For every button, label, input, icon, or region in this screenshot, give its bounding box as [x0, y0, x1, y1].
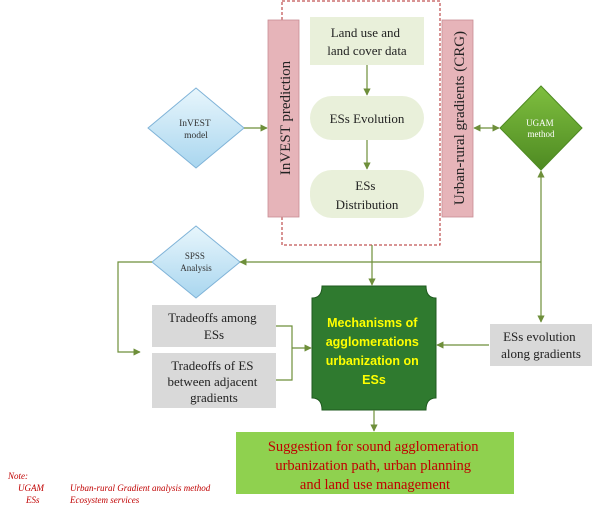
tradeoffs-right-bracket	[276, 325, 293, 381]
suggestion-box: Suggestion for sound agglomeration urban…	[236, 432, 514, 494]
crg-label: Urban-rural gradients (CRG)	[452, 31, 468, 205]
svg-text:Tradeoffs of ES between: Tradeoffs of ES between adjacent gradien…	[167, 358, 260, 405]
crg-bar: Urban-rural gradients (CRG)	[441, 19, 474, 218]
svg-text:ESs Distribution: ESs Distribution	[336, 178, 399, 212]
invest-prediction-label: InVEST prediction	[278, 60, 294, 175]
note-desc-ugam: Urban-rural Gradient analysis method	[70, 483, 211, 493]
tradeoffs-among-ess-box: Tradeoffs among ESs	[152, 305, 276, 347]
svg-text:Mechanisms of agglomerat: Mechanisms of agglomerations urbanizatio…	[326, 316, 423, 387]
svg-text:Suggestion for sound agglomera: Suggestion for sound agglomeration urban…	[268, 439, 482, 493]
ugam-method-diamond: UGAM method	[499, 85, 583, 171]
note-abbr-ugam: UGAM	[18, 483, 44, 493]
invest-prediction-bar: InVEST prediction	[267, 19, 300, 218]
svg-text:SPSS Analysis: SPSS Analysis	[180, 251, 212, 273]
spss-analysis-diamond: SPSS Analysis	[151, 225, 241, 299]
svg-text:InVEST model: InVEST model	[179, 119, 213, 141]
spss-left-bracket	[117, 261, 152, 356]
note-abbr-ess: ESs	[25, 495, 40, 505]
invest-model-diamond: InVEST model	[147, 87, 245, 169]
svg-text:Land use and land cover: Land use and land cover data	[327, 25, 407, 58]
note-desc-ess: Ecosystem services	[69, 495, 140, 505]
svg-text:ESs evolution along grad: ESs evolution along gradients	[501, 329, 581, 361]
svg-text:Tradeoffs among ESs: Tradeoffs among ESs	[168, 310, 260, 342]
ess-evolution-box: ESs Evolution	[310, 96, 424, 140]
note: Note: UGAM Urban-rural Gradient analysis…	[7, 471, 211, 505]
tradeoffs-adjacent-gradients-box: Tradeoffs of ES between adjacent gradien…	[152, 353, 276, 408]
svg-text:ESs Evolution: ESs Evolution	[330, 111, 405, 126]
lulc-data-box: Land use and land cover data	[310, 17, 424, 65]
ess-evolution-gradients-box: ESs evolution along gradients	[490, 324, 592, 366]
svg-text:UGAM method: UGAM method	[526, 118, 556, 139]
mechanisms-box: Mechanisms of agglomerations urbanizatio…	[311, 285, 437, 411]
ess-distribution-box: ESs Distribution	[310, 170, 424, 218]
note-title: Note:	[7, 471, 28, 481]
